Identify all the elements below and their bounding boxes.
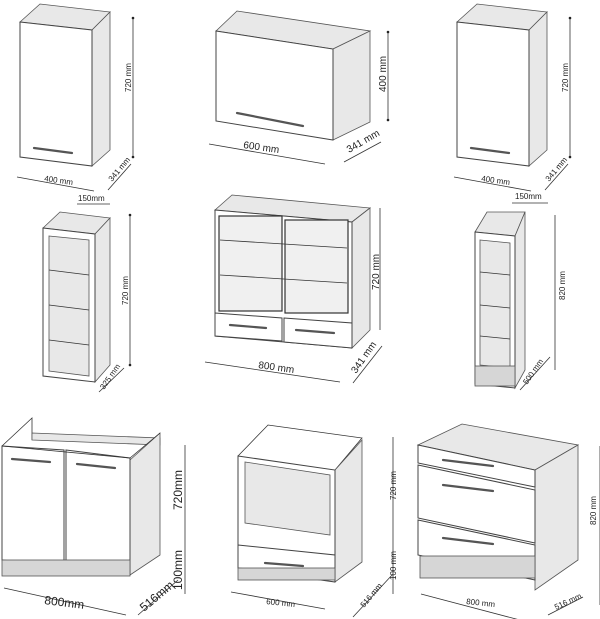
width-label: 400 mm bbox=[481, 174, 511, 187]
height-label: 720 mm bbox=[371, 254, 382, 290]
cabinet-open-shelf-150: 150mm 720 mm 325 mm bbox=[42, 194, 132, 393]
height-label: 720mm bbox=[171, 470, 185, 510]
cabinet-open-shelf-base-150: 150mm 820 mm 500 mm bbox=[474, 192, 567, 391]
plinth-label: 100mm bbox=[171, 550, 185, 590]
width-label: 800 mm bbox=[258, 360, 295, 376]
depth-label: 516 mm bbox=[359, 581, 385, 609]
width-label: 150mm bbox=[515, 192, 542, 201]
cabinet-sink-base-800: 720mm 100mm 800mm 516mm bbox=[1, 417, 186, 616]
cabinet-wall-400-right: 720 mm 400 mm 341 mm bbox=[453, 3, 572, 192]
cabinet-glass-800: 720 mm 800 mm 341 mm bbox=[204, 194, 383, 384]
plinth-label: 100 mm bbox=[389, 551, 398, 580]
width-label: 400 mm bbox=[44, 174, 74, 187]
depth-label: 516 mm bbox=[553, 591, 583, 612]
cabinet-wall-flap-600: 400 mm 600 mm 341 mm bbox=[208, 10, 390, 165]
depth-label: 341 mm bbox=[544, 155, 570, 183]
depth-label: 516mm bbox=[137, 578, 177, 614]
height-label: 720 mm bbox=[121, 276, 130, 305]
width-label: 600 mm bbox=[243, 140, 280, 156]
cabinet-drawer-base-800: 820 mm 800 mm 516 mm bbox=[416, 423, 600, 619]
height-label: 720 mm bbox=[124, 63, 133, 92]
cabinet-wall-400: 720 mm 400 mm 341 mm bbox=[16, 3, 135, 192]
cabinet-oven-base-600: 720 mm 100 mm 600 mm 516 mm bbox=[230, 424, 398, 618]
height-label: 820 mm bbox=[589, 496, 598, 525]
width-label: 150mm bbox=[78, 194, 105, 203]
height-label: 720 mm bbox=[561, 63, 570, 92]
width-label: 800mm bbox=[44, 593, 85, 612]
height-label: 720 mm bbox=[389, 471, 398, 500]
height-label: 400 mm bbox=[378, 56, 389, 92]
height-label: 820 mm bbox=[558, 271, 567, 300]
width-label: 600 mm bbox=[266, 597, 296, 609]
depth-label: 341 mm bbox=[107, 155, 133, 183]
width-label: 800 mm bbox=[466, 597, 496, 609]
